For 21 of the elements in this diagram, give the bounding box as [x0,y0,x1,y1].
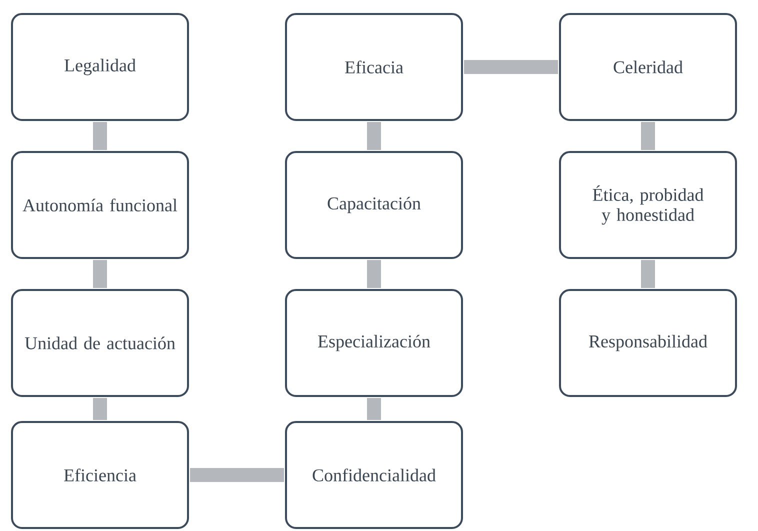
process-box: Celeridad [559,13,737,121]
process-box: Eficiencia [11,421,189,529]
process-box: Eficacia [285,13,463,121]
connector-bar [367,398,381,420]
connector-bar [367,260,381,288]
process-box: Autonomía funcional [11,151,189,259]
connector-bar [190,468,284,482]
connector-bar [641,260,655,288]
process-box: Especialización [285,289,463,397]
process-box: Ética, probidad y honestidad [559,151,737,259]
connector-bar [367,122,381,150]
connector-bar [93,398,107,420]
process-box: Confidencialidad [285,421,463,529]
connector-bar [464,60,558,74]
connector-bar [93,260,107,288]
process-box: Unidad de actuación [11,289,189,397]
process-box: Capacitación [285,151,463,259]
connector-bar [93,122,107,150]
connector-bar [641,122,655,150]
process-box: Responsabilidad [559,289,737,397]
process-box: Legalidad [11,13,189,121]
